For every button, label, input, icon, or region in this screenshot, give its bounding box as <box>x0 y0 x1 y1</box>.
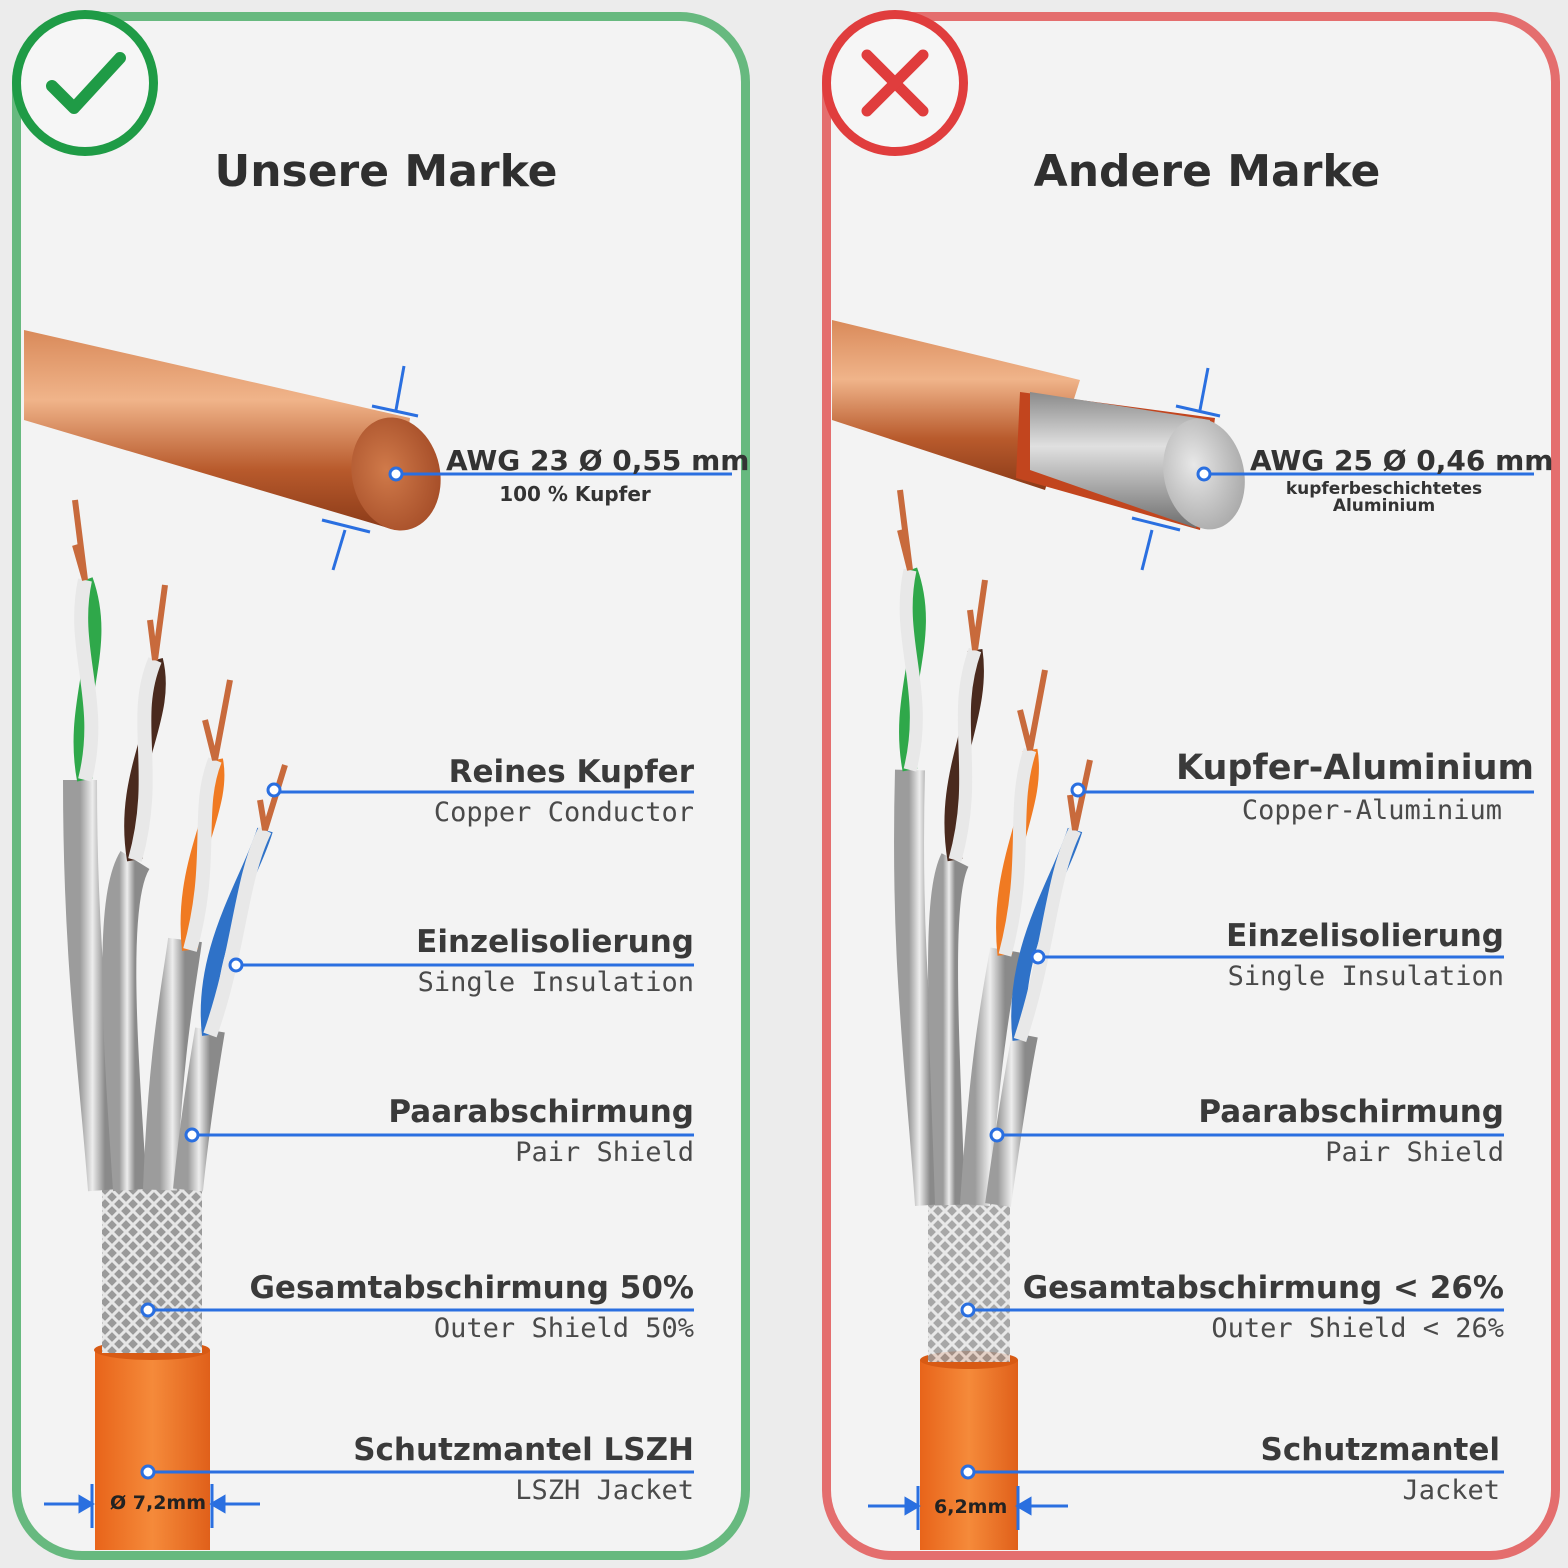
left-awg-label: AWG 23 Ø 0,55 mm <box>446 444 750 477</box>
right-label-conductor-main: Kupfer-Aluminium <box>1176 748 1534 788</box>
left-callout-dots <box>140 782 282 1480</box>
left-label-insulation: Einzelisolierung Single Insulation <box>416 926 694 999</box>
left-diameter-marker <box>44 1484 260 1528</box>
right-label-pair-shield-main: Paarabschirmung <box>1198 1094 1504 1130</box>
copper-conductor-left <box>24 330 732 571</box>
left-label-insulation-sub: Single Insulation <box>417 966 694 998</box>
right-label-insulation: Einzelisolierung Single Insulation <box>1226 920 1504 993</box>
right-conductor-spec: AWG 25 Ø 0,46 mm <box>1250 444 1553 477</box>
left-label-conductor-main: Reines Kupfer <box>448 754 694 790</box>
right-label-conductor-sub: Copper-Aluminium <box>1241 794 1502 826</box>
right-label-insulation-sub: Single Insulation <box>1227 960 1504 992</box>
left-diameter-label: Ø 7,2mm <box>110 1492 207 1514</box>
left-label-insulation-main: Einzelisolierung <box>416 924 694 960</box>
right-conductor-material-line2: Aluminium <box>1332 496 1436 516</box>
right-label-outer-shield: Gesamtabschirmung < 26% Outer Shield < 2… <box>1023 1272 1504 1345</box>
right-label-jacket-main: Schutzmantel <box>1260 1432 1500 1468</box>
right-label-insulation-main: Einzelisolierung <box>1226 918 1504 954</box>
left-label-jacket: Schutzmantel LSZH LSZH Jacket <box>353 1434 694 1507</box>
right-label-outer-shield-sub: Outer Shield < 26% <box>1211 1312 1504 1344</box>
left-label-jacket-sub: LSZH Jacket <box>515 1474 694 1506</box>
right-label-conductor: Kupfer-Aluminium Copper-Aluminium <box>1176 750 1534 827</box>
cable-right <box>894 489 1093 1550</box>
left-label-pair-shield-main: Paarabschirmung <box>388 1094 694 1130</box>
left-label-pair-shield-sub: Pair Shield <box>515 1136 694 1168</box>
cross-icon <box>861 49 929 117</box>
right-label-outer-shield-main: Gesamtabschirmung < 26% <box>1022 1270 1504 1306</box>
good-badge <box>12 10 158 156</box>
left-label-outer-shield: Gesamtabschirmung 50% Outer Shield 50% <box>249 1272 694 1345</box>
left-label-pair-shield: Paarabschirmung Pair Shield <box>388 1096 694 1169</box>
right-awg-label: AWG 25 Ø 0,46 mm <box>1250 444 1554 477</box>
left-label-conductor-sub: Copper Conductor <box>433 796 694 828</box>
left-label-conductor: Reines Kupfer Copper Conductor <box>434 756 694 829</box>
right-conductor-material: kupferbeschichtetes Aluminium <box>1264 481 1504 515</box>
right-label-pair-shield: Paarabschirmung Pair Shield <box>1198 1096 1504 1169</box>
left-label-outer-shield-main: Gesamtabschirmung 50% <box>249 1270 694 1306</box>
left-conductor-material: 100 % Kupfer <box>499 482 651 506</box>
right-label-pair-shield-sub: Pair Shield <box>1325 1136 1504 1168</box>
left-callouts <box>148 790 694 1474</box>
left-conductor-spec: AWG 23 Ø 0,55 mm <box>446 444 749 477</box>
bad-badge <box>822 10 968 156</box>
right-label-jacket-sub: Jacket <box>1402 1474 1500 1506</box>
check-icon <box>46 52 126 114</box>
right-diameter-marker <box>868 1486 1068 1530</box>
left-label-outer-shield-sub: Outer Shield 50% <box>433 1312 694 1344</box>
right-callout-dots <box>960 782 1086 1480</box>
our-brand-title: Unsere Marke <box>214 146 558 197</box>
cable-left <box>63 499 288 1550</box>
other-brand-title: Andere Marke <box>1033 146 1381 197</box>
left-label-jacket-main: Schutzmantel LSZH <box>353 1432 694 1468</box>
right-diameter-label: 6,2mm <box>934 1496 1008 1518</box>
aluminium-conductor-right <box>832 320 1534 571</box>
right-conductor-material-line1: kupferbeschichtetes <box>1285 479 1483 499</box>
right-callouts <box>968 790 1534 1474</box>
right-label-jacket: Schutzmantel Jacket <box>1261 1434 1500 1507</box>
